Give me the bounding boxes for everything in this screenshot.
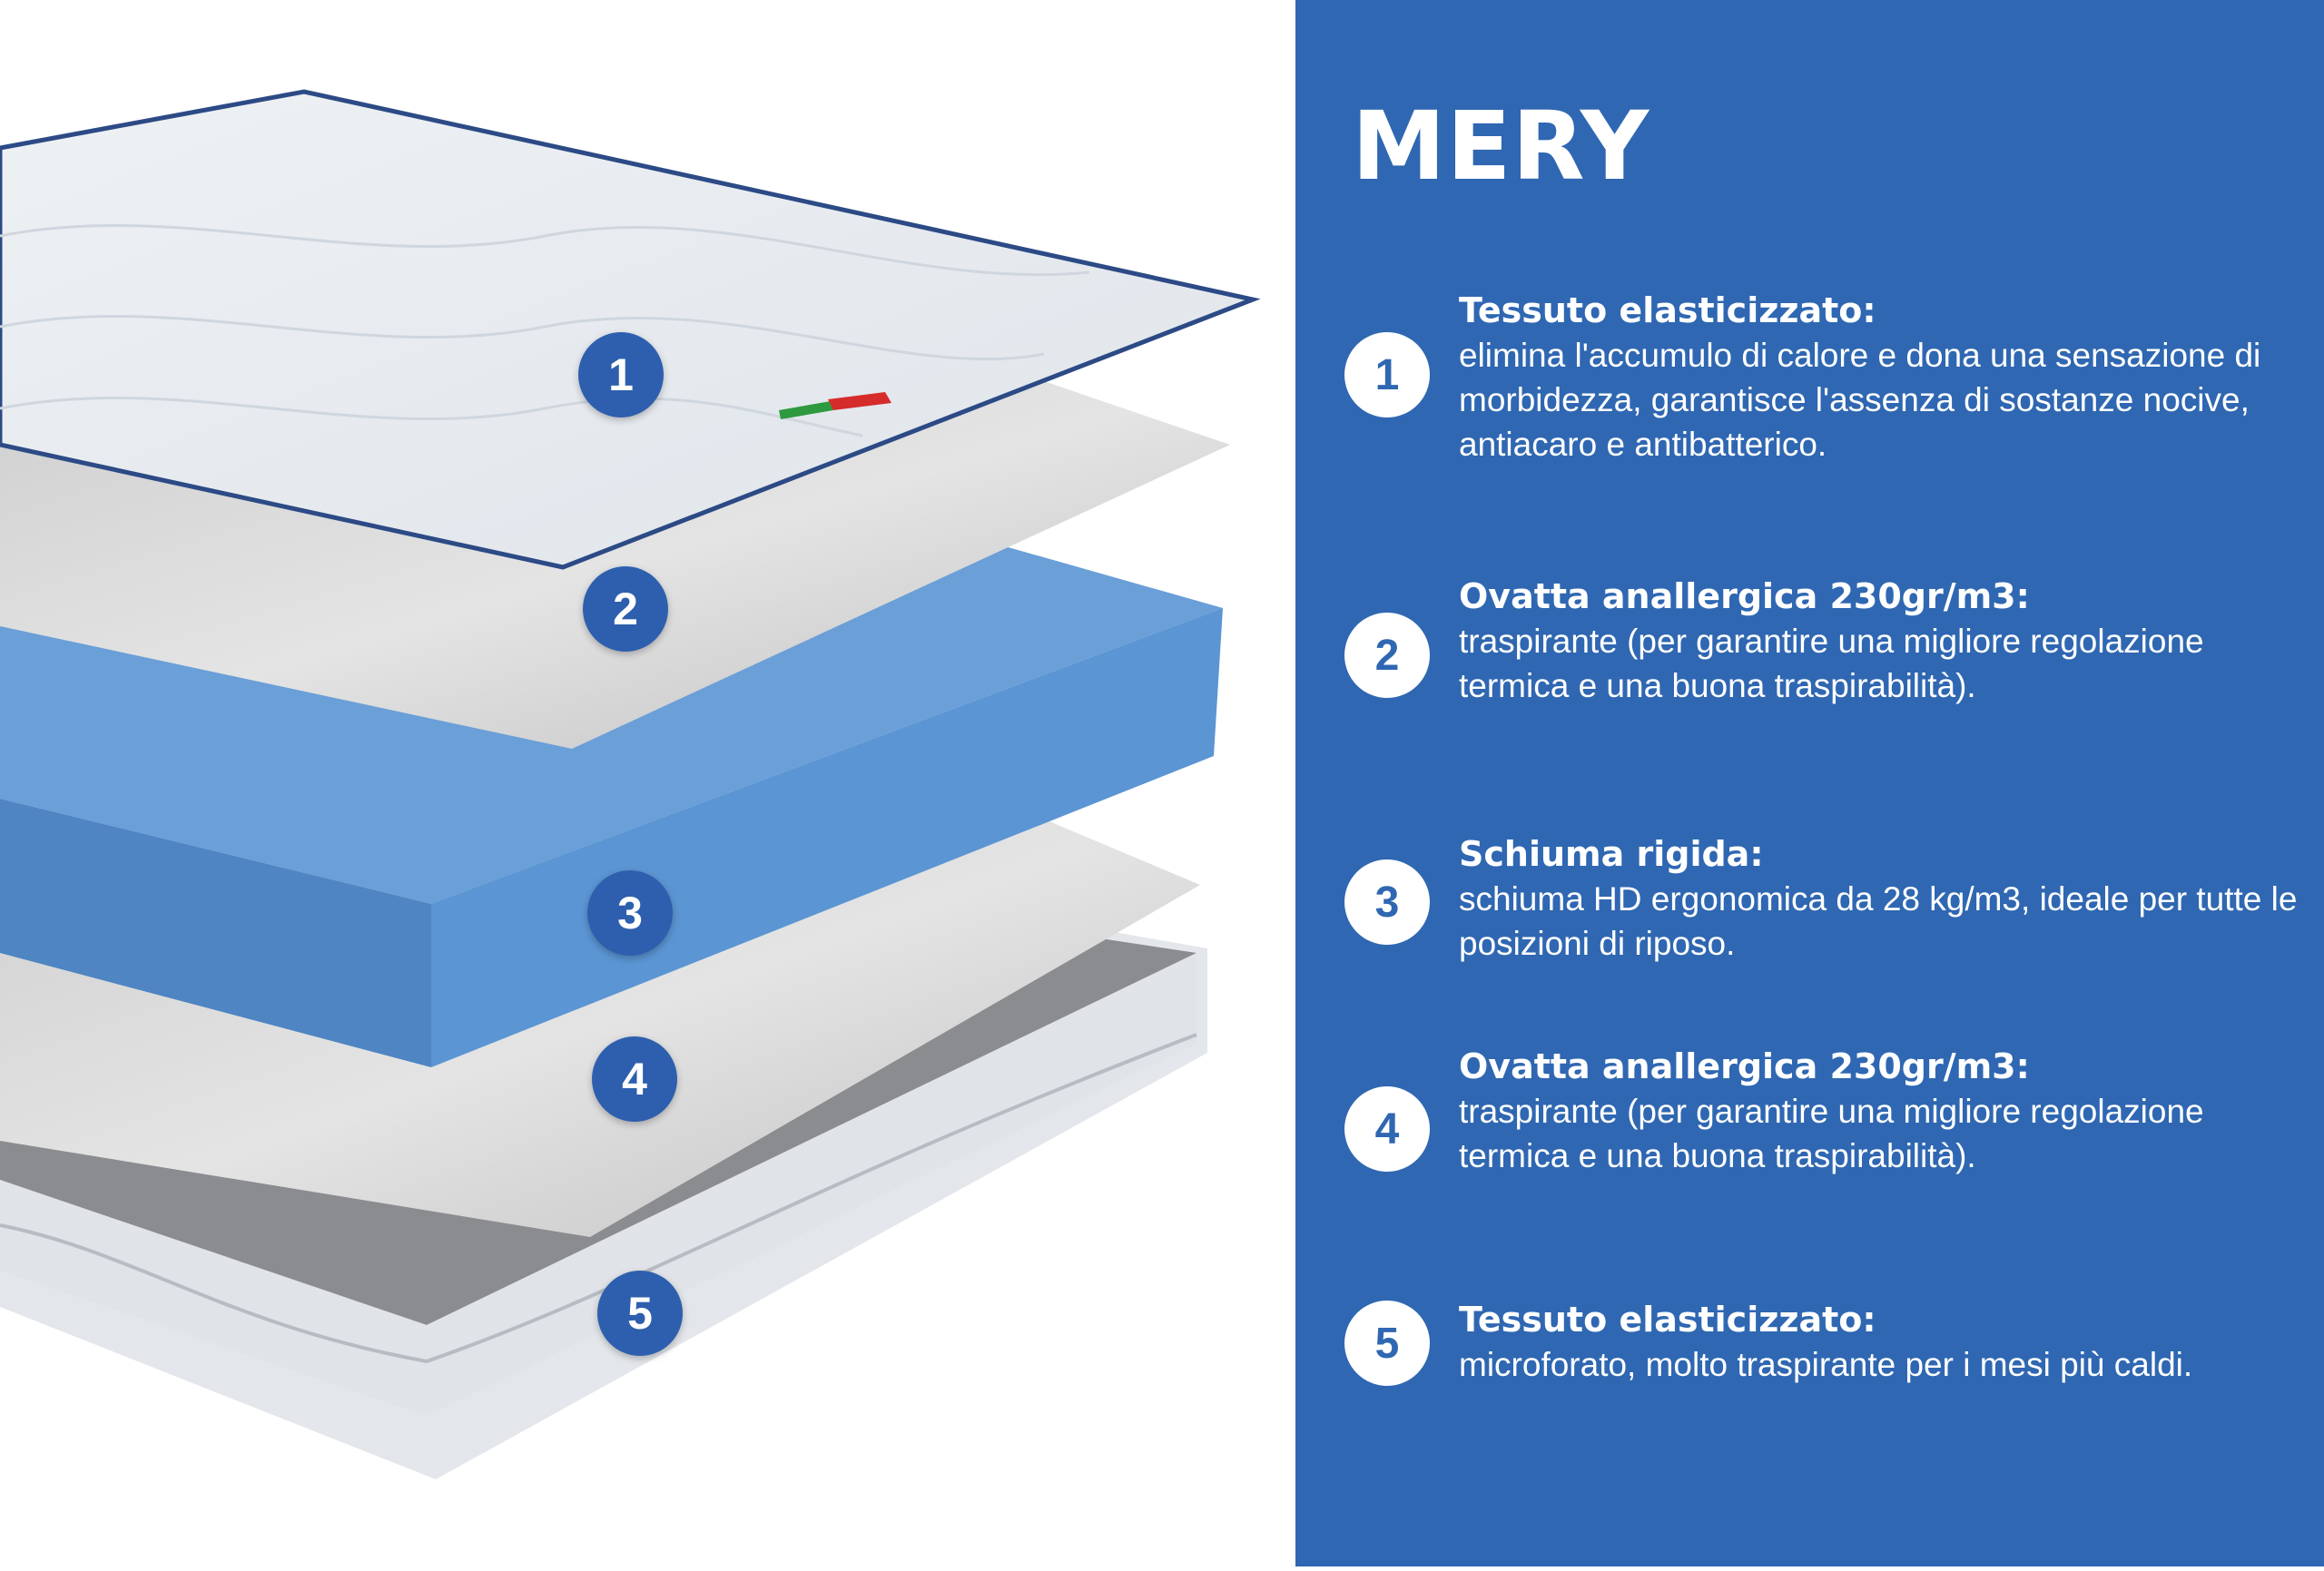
layer-description-2: Ovatta anallergica 230gr/m3: traspirante… xyxy=(1459,574,2303,708)
layer-badge-5: 5 xyxy=(597,1271,683,1356)
layer-text: traspirante (per garantire una migliore … xyxy=(1459,1093,2204,1174)
layer-number-1: 1 xyxy=(1344,332,1430,417)
product-title: MERY xyxy=(1352,91,1650,201)
layer-description-4: Ovatta anallergica 230gr/m3: traspirante… xyxy=(1459,1045,2303,1178)
layer-heading: Schiuma rigida: xyxy=(1459,834,1764,874)
italian-flag-icon xyxy=(779,392,891,419)
layer-text: schiuma HD ergonomica da 28 kg/m3, ideal… xyxy=(1459,880,2298,962)
layer-badge-2: 2 xyxy=(583,566,668,652)
layer-text: traspirante (per garantire una migliore … xyxy=(1459,623,2204,704)
layer-description-3: Schiuma rigida: schiuma HD ergonomica da… xyxy=(1459,832,2303,966)
layer-heading: Tessuto elasticizzato: xyxy=(1459,1300,1876,1340)
layer-text: elimina l'accumulo di calore e dona una … xyxy=(1459,337,2261,463)
layer-number-5: 5 xyxy=(1344,1301,1430,1386)
layer-heading: Ovatta anallergica 230gr/m3: xyxy=(1459,1046,2030,1086)
layer-badge-4: 4 xyxy=(592,1036,677,1122)
description-panel: MERY 1 Tessuto elasticizzato: elimina l'… xyxy=(1295,0,2324,1566)
layer-description-1: Tessuto elasticizzato: elimina l'accumul… xyxy=(1459,289,2303,466)
mattress-layers-illustration: 1 2 3 4 5 xyxy=(0,89,1261,1479)
layer-badge-3: 3 xyxy=(587,870,673,956)
layer-badge-1: 1 xyxy=(578,332,664,417)
layer-number-3: 3 xyxy=(1344,859,1430,945)
layer-description-5: Tessuto elasticizzato: microforato, molt… xyxy=(1459,1298,2303,1387)
layer-heading: Ovatta anallergica 230gr/m3: xyxy=(1459,576,2030,616)
layer-heading: Tessuto elasticizzato: xyxy=(1459,290,1876,330)
layer-text: microforato, molto traspirante per i mes… xyxy=(1459,1346,2193,1383)
mattress-exploded-view xyxy=(0,89,1261,1479)
layer-number-4: 4 xyxy=(1344,1086,1430,1172)
layer-1-top-cover xyxy=(0,89,1261,570)
layer-number-2: 2 xyxy=(1344,613,1430,698)
